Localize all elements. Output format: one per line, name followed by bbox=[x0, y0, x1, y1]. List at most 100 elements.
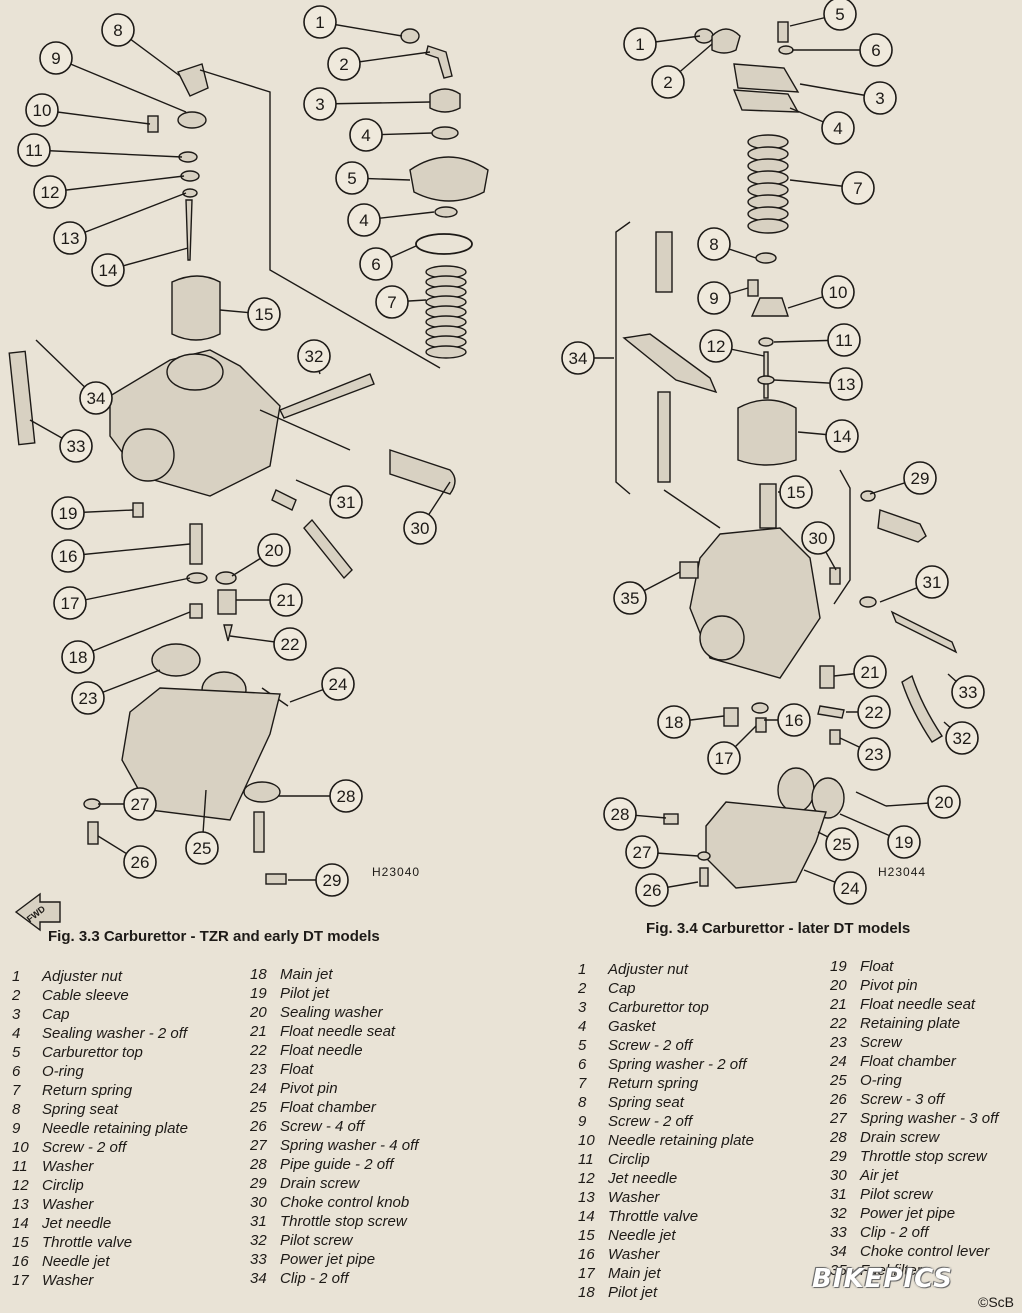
legend-number: 2 bbox=[12, 987, 21, 1004]
callout-13 bbox=[53, 221, 87, 255]
callout-4 bbox=[347, 203, 381, 237]
legend-number: 11 bbox=[578, 1151, 594, 1168]
screw-part bbox=[829, 729, 841, 745]
float-part bbox=[777, 767, 815, 813]
legend-number: 30 bbox=[250, 1194, 267, 1211]
callout-number: 7 bbox=[853, 179, 862, 198]
legend-part-name: Pilot jet bbox=[608, 1284, 658, 1301]
callout-number: 24 bbox=[329, 675, 348, 694]
callout-31 bbox=[329, 485, 363, 519]
legend-part-name: Sealing washer bbox=[280, 1004, 383, 1021]
legend-part-name: Gasket bbox=[608, 1018, 656, 1035]
pilot-screw-part bbox=[279, 373, 375, 419]
legend-number: 27 bbox=[250, 1137, 267, 1154]
legend-part-name: Sealing washer - 2 off bbox=[42, 1025, 188, 1042]
callout-number: 17 bbox=[715, 749, 734, 768]
callout-14 bbox=[825, 419, 859, 453]
callout-number: 7 bbox=[387, 293, 396, 312]
callout-number: 3 bbox=[315, 95, 324, 114]
callout-8 bbox=[101, 13, 135, 47]
callout-16 bbox=[51, 539, 85, 573]
callout-leader bbox=[77, 611, 191, 658]
legend-number: 3 bbox=[12, 1006, 21, 1023]
callout-number: 20 bbox=[265, 541, 284, 560]
callout-2 bbox=[651, 65, 685, 99]
callout-leader bbox=[55, 57, 187, 113]
callout-number: 6 bbox=[371, 255, 380, 274]
legend-number: 32 bbox=[830, 1205, 847, 1222]
legend-number: 7 bbox=[578, 1075, 587, 1092]
callout-leader bbox=[69, 192, 187, 239]
legend-part-name: Adjuster nut bbox=[608, 961, 689, 978]
callout-number: 5 bbox=[835, 5, 844, 24]
callout-25 bbox=[185, 831, 219, 865]
callout-1 bbox=[623, 27, 657, 61]
legend-part-name: Choke control lever bbox=[860, 1243, 990, 1260]
jet-needle-part bbox=[185, 199, 193, 261]
callout-25 bbox=[825, 827, 859, 861]
callout-18 bbox=[61, 640, 95, 674]
drain-screw-part bbox=[663, 813, 679, 825]
callout-11 bbox=[17, 133, 51, 167]
callout-3 bbox=[863, 81, 897, 115]
float-part bbox=[811, 777, 845, 819]
callout-number: 2 bbox=[663, 73, 672, 92]
cap-part bbox=[711, 28, 741, 54]
callout-number: 16 bbox=[59, 547, 78, 566]
throttle-stop-screw-part bbox=[877, 509, 927, 543]
callout-1 bbox=[303, 5, 337, 39]
carburettor-inlet bbox=[699, 615, 745, 661]
legend-part-name: Screw - 4 off bbox=[280, 1118, 365, 1135]
callout-17 bbox=[53, 586, 87, 620]
callout-12 bbox=[33, 175, 67, 209]
legend-number: 1 bbox=[578, 961, 587, 978]
callout-13 bbox=[829, 367, 863, 401]
callout-number: 33 bbox=[959, 683, 978, 702]
legend-number: 12 bbox=[578, 1170, 595, 1187]
legend-part-name: Air jet bbox=[860, 1167, 899, 1184]
callout-21 bbox=[269, 583, 303, 617]
callout-number: 35 bbox=[621, 589, 640, 608]
legend-part-name: Throttle stop screw bbox=[280, 1213, 407, 1230]
callout-32 bbox=[297, 339, 331, 373]
legend-part-name: Circlip bbox=[42, 1177, 84, 1194]
legend-number: 5 bbox=[12, 1044, 21, 1061]
legend-number: 3 bbox=[578, 999, 587, 1016]
callout-number: 33 bbox=[67, 437, 86, 456]
legend-part-name: Screw - 2 off bbox=[608, 1037, 693, 1054]
callout-number: 1 bbox=[635, 35, 644, 54]
legend-number: 30 bbox=[830, 1167, 847, 1184]
choke-knob-part bbox=[389, 449, 456, 495]
legend-part-name: Float needle seat bbox=[280, 1023, 396, 1040]
callout-number: 18 bbox=[69, 648, 88, 667]
callout-number: 8 bbox=[709, 235, 718, 254]
callout-number: 11 bbox=[25, 141, 43, 160]
carburettor-bellmouth bbox=[166, 353, 224, 391]
callout-number: 13 bbox=[837, 375, 856, 394]
callout-11 bbox=[827, 323, 861, 357]
legend-part-name: Pivot pin bbox=[280, 1080, 338, 1097]
callout-number: 28 bbox=[611, 805, 630, 824]
callout-2 bbox=[327, 47, 361, 81]
legend-number: 21 bbox=[830, 996, 847, 1013]
legend-number: 13 bbox=[578, 1189, 595, 1206]
callout-22 bbox=[273, 627, 307, 661]
callout-14 bbox=[91, 253, 125, 287]
legend-number: 16 bbox=[578, 1246, 595, 1263]
legend-part-name: Main jet bbox=[608, 1265, 661, 1282]
callout-number: 17 bbox=[61, 594, 80, 613]
legend-number: 24 bbox=[250, 1080, 267, 1097]
